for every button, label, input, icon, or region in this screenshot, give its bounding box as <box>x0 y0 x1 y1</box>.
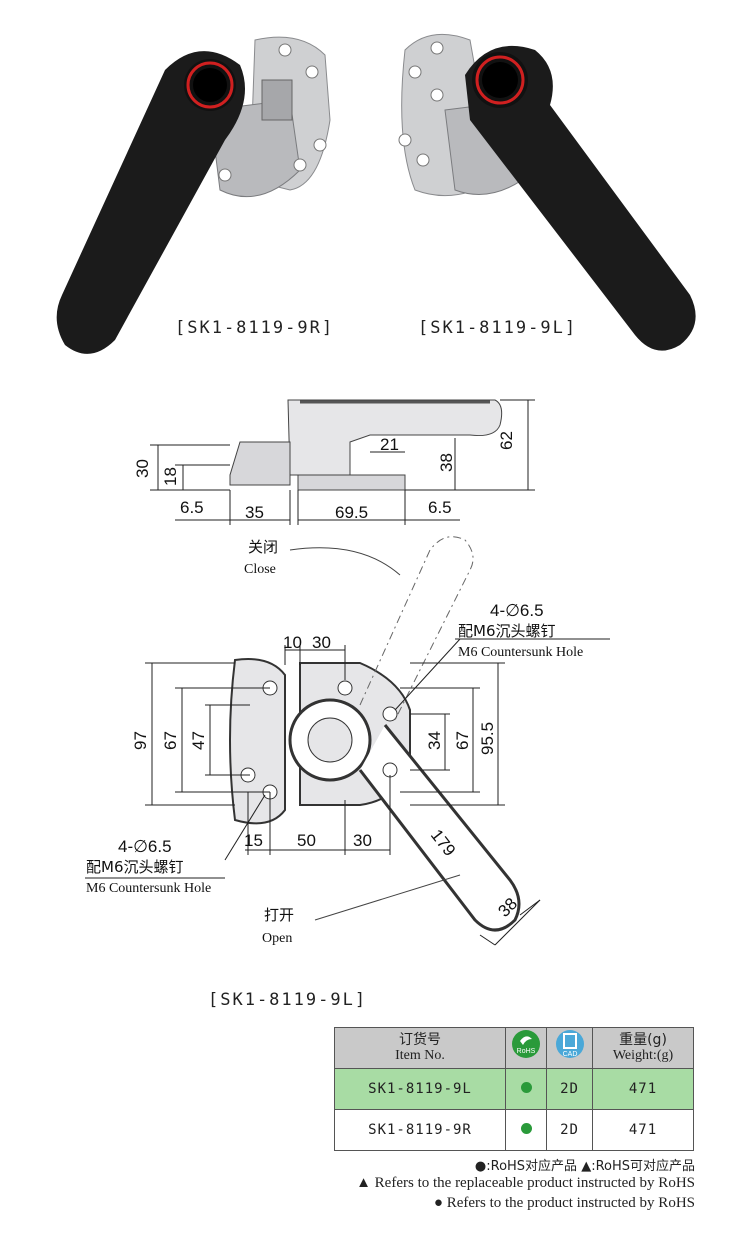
dim-6-5-left: 6.5 <box>180 498 204 517</box>
cell-weight: 471 <box>592 1068 694 1110</box>
dim-30: 30 <box>133 459 152 478</box>
dim-6-5-right: 6.5 <box>428 498 452 517</box>
dim-10: 10 <box>283 633 302 652</box>
close-en: Close <box>244 562 276 577</box>
legend-note: ●:RoHS对应产品 ▲:RoHS可对应产品 <box>474 1159 695 1174</box>
header-weight: 重量(g) Weight:(g) <box>592 1027 694 1069</box>
svg-text:RoHS: RoHS <box>517 1048 536 1055</box>
close-cn: 关闭 <box>248 538 278 556</box>
spec-table: 订货号 Item No. RoHS CAD 重量(g) Weight:(g) S… <box>334 1027 694 1151</box>
product-label-right: [SK1-8119-9R] <box>175 318 335 338</box>
dim-67-right: 67 <box>453 731 472 750</box>
hole-en-right: M6 Countersunk Hole <box>458 645 583 660</box>
rohs-icon: RoHS <box>512 1029 540 1058</box>
hole-spec-right: 4-∅6.5 <box>490 601 544 620</box>
hole-cn-right: 配M6沉头螺钉 <box>458 622 556 640</box>
svg-text:CAD: CAD <box>562 1051 577 1058</box>
open-cn: 打开 <box>264 906 294 924</box>
dot-note: ● Refers to the product instructed by Ro… <box>433 1195 695 1211</box>
header-rohs: RoHS <box>505 1027 547 1069</box>
product-photo-left-hand <box>398 33 696 351</box>
dim-15: 15 <box>244 831 263 850</box>
dim-62: 62 <box>497 431 516 450</box>
cad-icon: CAD <box>555 1029 584 1058</box>
dim-67-left: 67 <box>161 731 180 750</box>
header-item: 订货号 Item No. <box>334 1027 506 1069</box>
rohs-dot-icon <box>520 1123 532 1134</box>
dim-69-5: 69.5 <box>335 503 368 522</box>
drawing-label: [SK1-8119-9L] <box>208 990 368 1010</box>
table-header-row: 订货号 Item No. RoHS CAD 重量(g) Weight:(g) <box>334 1027 694 1069</box>
hole-cn-left: 配M6沉头螺钉 <box>86 858 184 876</box>
dim-30-top: 30 <box>312 633 331 652</box>
dim-95-5: 95.5 <box>478 722 497 755</box>
hole-en-left: M6 Countersunk Hole <box>86 881 211 896</box>
dim-30-bottom: 30 <box>353 831 372 850</box>
header-cad: CAD <box>546 1027 593 1069</box>
dim-50: 50 <box>297 831 316 850</box>
dim-18: 18 <box>161 467 180 486</box>
triangle-note: ▲ Refers to the replaceable product inst… <box>356 1175 695 1191</box>
hole-spec-left: 4-∅6.5 <box>118 837 172 856</box>
table-row: SK1-8119-9L 2D 471 <box>334 1068 694 1110</box>
dim-47: 47 <box>189 731 208 750</box>
dim-34: 34 <box>425 731 444 750</box>
cell-item: SK1-8119-9L <box>334 1068 506 1110</box>
product-photo-right-hand <box>56 36 331 354</box>
product-label-left: [SK1-8119-9L] <box>418 318 578 338</box>
table-row: SK1-8119-9R 2D 471 <box>334 1109 694 1151</box>
rohs-dot-icon <box>520 1082 532 1093</box>
cell-weight: 471 <box>592 1109 694 1151</box>
dim-97: 97 <box>131 731 150 750</box>
technical-drawing: 62 21 38 30 18 6.5 35 69.5 6.5 关闭 Close … <box>85 399 610 946</box>
dim-21: 21 <box>380 435 399 454</box>
dim-38: 38 <box>437 453 456 472</box>
open-en: Open <box>262 931 292 946</box>
cell-cad: 2D <box>546 1109 593 1151</box>
cell-rohs <box>505 1109 547 1151</box>
dim-35: 35 <box>245 503 264 522</box>
cell-item: SK1-8119-9R <box>334 1109 506 1151</box>
cell-cad: 2D <box>546 1068 593 1110</box>
cell-rohs <box>505 1068 547 1110</box>
